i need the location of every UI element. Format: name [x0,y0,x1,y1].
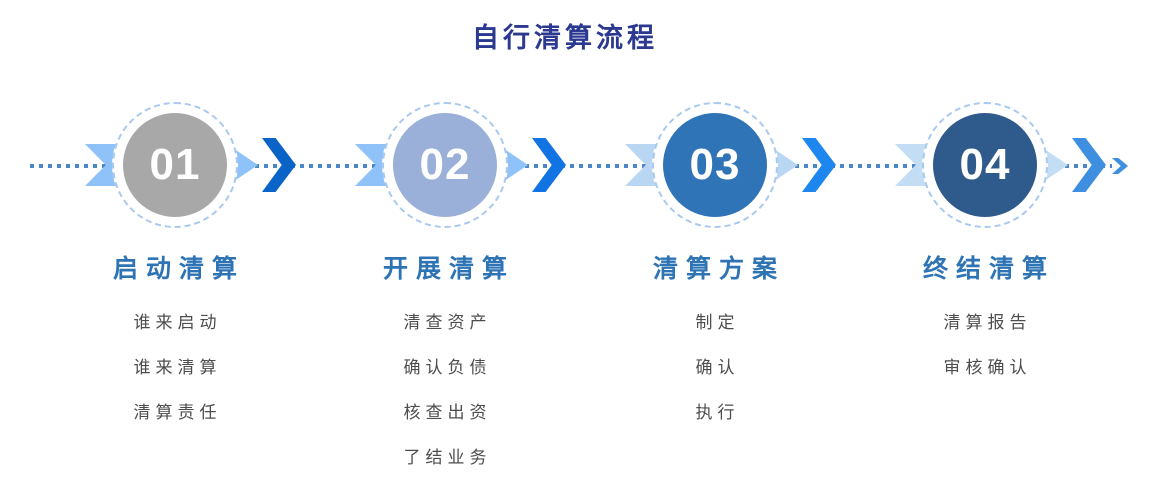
flow-step: 02 [310,100,580,230]
step-item: 了结业务 [403,448,492,467]
step-item: 谁来清算 [133,358,222,377]
flow-step: 03 [580,100,850,230]
chevron-arrow-icon [802,138,836,192]
step-heading: 开展清算 [382,255,515,283]
step-circle-ring: 04 [922,102,1048,228]
step-item: 制定 [695,313,740,332]
step-heading: 启动清算 [112,255,245,283]
step-item: 谁来启动 [133,313,222,332]
step-circle-ring: 03 [652,102,778,228]
step-circle: 04 [933,113,1037,217]
flow-step: 04 [850,100,1120,230]
step-item: 清查资产 [403,313,492,332]
page-title: 自行清算流程 [472,23,658,53]
step-label-column: 终结清算 清算报告审核确认 [850,250,1120,388]
chevron-arrow-icon [532,138,566,192]
step-circle: 01 [123,113,227,217]
flow-step: 01 [40,100,310,230]
step-item: 审核确认 [943,358,1032,377]
step-item: 核查出资 [403,403,492,422]
step-item: 确认负债 [403,358,492,377]
dotted-connector-line [30,164,1112,168]
step-number: 01 [149,140,201,189]
step-number: 03 [689,140,741,189]
step-circle: 02 [393,113,497,217]
step-circle: 03 [663,113,767,217]
step-label-column: 清算方案 制定确认执行 [580,250,850,433]
step-label-column: 启动清算 谁来启动谁来清算清算责任 [40,250,310,433]
step-circle-ring: 01 [112,102,238,228]
step-heading: 清算方案 [652,255,785,283]
step-number: 02 [419,140,471,189]
step-label-column: 开展清算 清查资产确认负债核查出资了结业务 [310,250,580,478]
chevron-arrow-icon [1072,138,1106,192]
step-item: 清算报告 [943,313,1032,332]
step-number: 04 [959,140,1011,189]
chevron-arrow-icon [262,138,296,192]
step-item: 执行 [695,403,740,422]
step-heading: 终结清算 [922,255,1055,283]
step-circle-ring: 02 [382,102,508,228]
step-item: 确认 [695,358,740,377]
step-item: 清算责任 [133,403,222,422]
process-flow-row: 01 02 03 [0,100,1164,230]
